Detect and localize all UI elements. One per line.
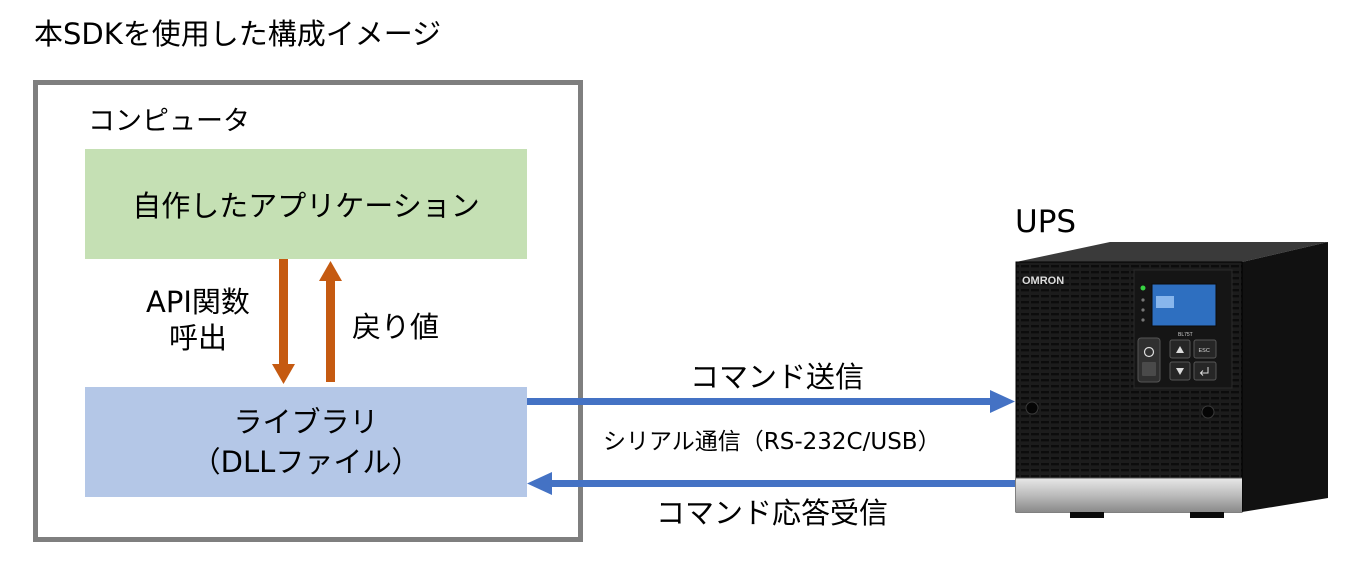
command-receive-arrow-shaft [550,480,1015,487]
ups-status-led [1140,285,1146,291]
ups-esc-button [1193,339,1217,359]
ups-device-illustration: OMRON BL75T ESC [1015,242,1328,518]
command-receive-arrow [527,472,1015,495]
ups-model-label: BL75T [1178,332,1193,338]
application-box: 自作したアプリケーション [85,149,527,259]
ups-top-surface [1016,242,1328,262]
library-box-label-line2: （DLLファイル） [191,445,421,479]
esc-icon: ESC [1199,348,1210,354]
computer-label: コンピュータ [88,106,250,137]
ups-enter-button [1193,361,1217,381]
command-send-arrow-head [990,390,1015,413]
api-call-label-line1: API関数 [146,285,250,319]
down-arrow-icon [1176,368,1184,375]
command-receive-label: コマンド応答受信 [656,496,889,530]
up-arrow-icon [1176,346,1184,353]
api-call-arrow-head [272,364,295,384]
ups-screw [1025,401,1039,415]
return-value-arrow-shaft [326,279,335,382]
application-box-label: 自作したアプリケーション [132,189,480,223]
ups-power-button-inner [1142,362,1156,376]
ups-foot [1070,512,1104,518]
ups-foot [1190,512,1224,518]
ups-label: UPS [1015,204,1077,240]
command-send-arrow [527,390,1015,413]
ups-indicator-dot [1141,318,1145,322]
diagram-title: 本SDKを使用した構成イメージ [34,17,442,51]
library-box-label-line1: ライブラリ [233,405,379,439]
api-call-arrow [272,259,295,384]
ups-lcd-bar [1156,296,1174,308]
library-box: ライブラリ （DLLファイル） [85,387,527,497]
return-value-arrow [319,261,342,382]
api-call-arrow-shaft [279,259,288,367]
command-send-label: コマンド送信 [690,360,865,394]
ups-bottom-plate [1016,478,1242,512]
return-value-label: 戻り値 [352,310,440,344]
api-call-label-line2: 呼出 [168,321,227,355]
ups-brand-logo: OMRON [1022,275,1064,287]
power-icon [1143,346,1155,358]
return-value-arrow-head [319,261,342,281]
command-receive-arrow-head [527,472,552,495]
ups-indicator-dot [1141,308,1145,312]
ups-screw [1201,405,1215,419]
ups-side-panel [1242,242,1328,512]
ups-indicator-dot [1141,298,1145,302]
enter-icon [1199,367,1209,376]
command-send-arrow-shaft [527,398,992,405]
computer-frame [33,80,583,542]
api-call-label: API関数 呼出 [118,284,278,356]
serial-comm-label: シリアル通信（RS-232C/USB） [603,429,941,455]
